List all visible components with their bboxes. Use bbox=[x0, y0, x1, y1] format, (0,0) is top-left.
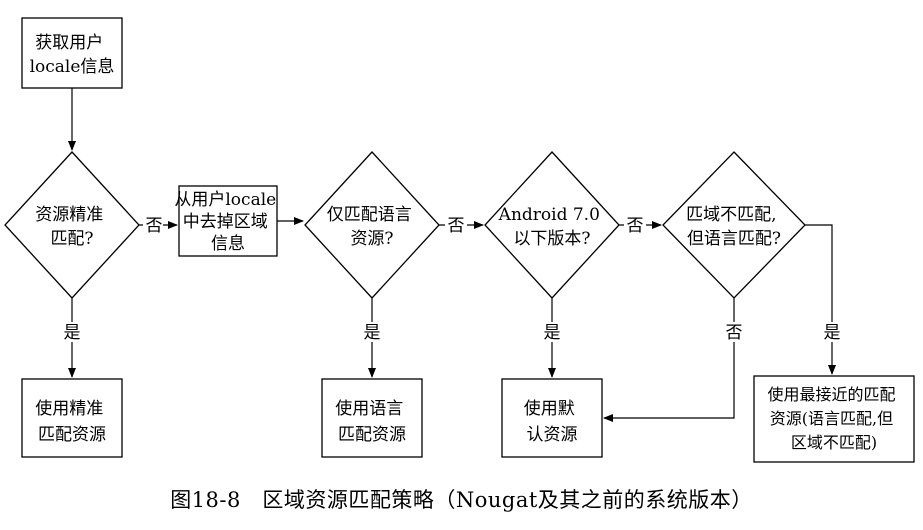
use-default-text: 使用默 认资源 bbox=[524, 398, 580, 445]
label-language-yes: 是 bbox=[364, 323, 381, 343]
label-region-yes: 是 bbox=[824, 323, 841, 343]
use-exact-text: 使用精准 匹配资源 bbox=[35, 398, 108, 445]
label-exact-yes: 是 bbox=[64, 323, 81, 343]
get-locale-text: 获取用户 locale信息 bbox=[30, 33, 115, 77]
exact-match-diamond bbox=[4, 151, 140, 299]
use-language-box bbox=[321, 378, 423, 458]
get-locale-box bbox=[21, 17, 123, 89]
exact-match-text: 资源精准 匹配? bbox=[35, 205, 108, 249]
remove-region-text: 从用户locale 中去掉区域 信息 bbox=[174, 190, 281, 254]
use-exact-box bbox=[21, 378, 123, 458]
edge-region-yes bbox=[805, 224, 836, 375]
figure-caption: 图18-8 区域资源匹配策略（Nougat及其之前的系统版本） bbox=[170, 488, 753, 512]
android-version-text: Android 7.0 以下版本? bbox=[498, 205, 606, 249]
label-android-no: 否 bbox=[627, 216, 644, 236]
region-mismatch-diamond bbox=[662, 151, 806, 299]
use-default-box bbox=[501, 378, 603, 458]
region-mismatch-text: 匹域不匹配, 但语言匹配? bbox=[686, 205, 782, 249]
android-version-diamond bbox=[484, 151, 620, 299]
use-language-text: 使用语言 匹配资源 bbox=[335, 398, 408, 445]
label-android-yes: 是 bbox=[544, 323, 561, 343]
language-only-diamond bbox=[304, 151, 440, 299]
label-region-no: 否 bbox=[726, 323, 743, 343]
label-language-no: 否 bbox=[448, 216, 465, 236]
language-only-text: 仅匹配语言 资源? bbox=[327, 205, 417, 249]
flowchart: 否 否 否 否 是 是 是 是 获取用户 locale信息 资源精准 匹配? 从… bbox=[4, 17, 915, 463]
label-exact-no: 否 bbox=[146, 216, 163, 236]
use-closest-text: 使用最接近的匹配 资源(语言匹配,但 区域不匹配) bbox=[767, 385, 900, 452]
use-closest-box bbox=[753, 375, 915, 463]
edge-region-no bbox=[603, 298, 735, 422]
